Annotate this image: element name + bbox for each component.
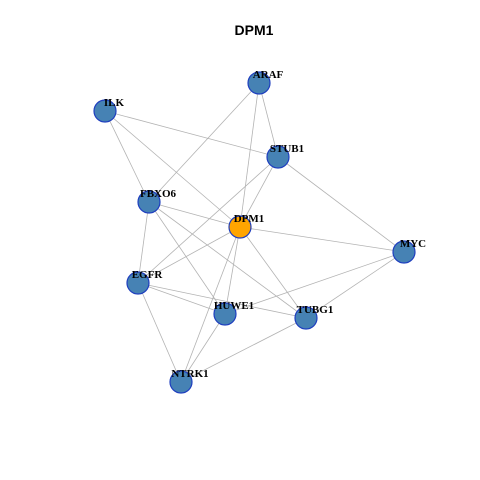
node-label-tubg1: TUBG1 bbox=[297, 304, 334, 316]
node-egfr: EGFR bbox=[126, 269, 164, 295]
edge-araf-dpm1 bbox=[239, 82, 260, 228]
node-label-fbxo6: FBXO6 bbox=[140, 188, 177, 200]
edge-ilk-fbxo6 bbox=[104, 110, 150, 203]
edge-dpm1-huwe1 bbox=[224, 226, 241, 315]
edge-egfr-tubg1 bbox=[137, 282, 307, 319]
edge-fbxo6-egfr bbox=[137, 201, 150, 284]
node-circle-tubg1 bbox=[294, 306, 318, 330]
edge-myc-tubg1 bbox=[305, 251, 405, 319]
node-circle-egfr bbox=[126, 271, 150, 295]
node-ntrk1: NTRK1 bbox=[169, 368, 209, 394]
node-ilk: ILK bbox=[93, 97, 125, 123]
edge-dpm1-tubg1 bbox=[239, 226, 307, 319]
node-circle-araf bbox=[247, 71, 271, 95]
node-label-huwe1: HUWE1 bbox=[214, 300, 254, 312]
node-araf: ARAF bbox=[247, 69, 284, 95]
edge-tubg1-ntrk1 bbox=[180, 317, 307, 383]
edge-araf-stub1 bbox=[258, 82, 279, 158]
node-stub1: STUB1 bbox=[266, 143, 304, 169]
node-circle-fbxo6 bbox=[137, 190, 161, 214]
edge-layer bbox=[104, 82, 405, 383]
node-circle-huwe1 bbox=[213, 302, 237, 326]
edge-stub1-dpm1 bbox=[239, 156, 279, 228]
edge-stub1-egfr bbox=[137, 156, 279, 284]
node-circle-ntrk1 bbox=[169, 370, 193, 394]
edge-egfr-huwe1 bbox=[137, 282, 226, 315]
edge-araf-fbxo6 bbox=[148, 82, 260, 203]
edge-fbxo6-huwe1 bbox=[148, 201, 226, 315]
edge-stub1-myc bbox=[277, 156, 405, 253]
edge-ilk-dpm1 bbox=[104, 110, 241, 228]
node-label-ilk: ILK bbox=[104, 97, 125, 109]
node-circle-dpm1 bbox=[228, 215, 252, 239]
node-label-stub1: STUB1 bbox=[270, 143, 304, 155]
node-circle-ilk bbox=[93, 99, 117, 123]
node-fbxo6: FBXO6 bbox=[137, 188, 177, 214]
edge-dpm1-egfr bbox=[137, 226, 241, 284]
node-circle-myc bbox=[392, 240, 416, 264]
node-label-araf: ARAF bbox=[253, 69, 284, 81]
edge-huwe1-ntrk1 bbox=[180, 313, 226, 383]
edge-fbxo6-dpm1 bbox=[148, 201, 241, 228]
node-label-myc: MYC bbox=[400, 238, 426, 250]
node-label-dpm1: DPM1 bbox=[234, 213, 265, 225]
edge-egfr-ntrk1 bbox=[137, 282, 182, 383]
node-label-ntrk1: NTRK1 bbox=[171, 368, 208, 380]
node-huwe1: HUWE1 bbox=[213, 300, 254, 326]
graph-title: DPM1 bbox=[235, 22, 274, 38]
node-label-egfr: EGFR bbox=[132, 269, 164, 281]
edge-dpm1-myc bbox=[239, 226, 405, 253]
edge-myc-huwe1 bbox=[224, 251, 405, 315]
node-circle-stub1 bbox=[266, 145, 290, 169]
edge-dpm1-ntrk1 bbox=[180, 226, 241, 383]
edge-ilk-stub1 bbox=[104, 110, 279, 158]
node-tubg1: TUBG1 bbox=[294, 304, 334, 330]
node-myc: MYC bbox=[392, 238, 426, 264]
node-dpm1: DPM1 bbox=[228, 213, 265, 239]
